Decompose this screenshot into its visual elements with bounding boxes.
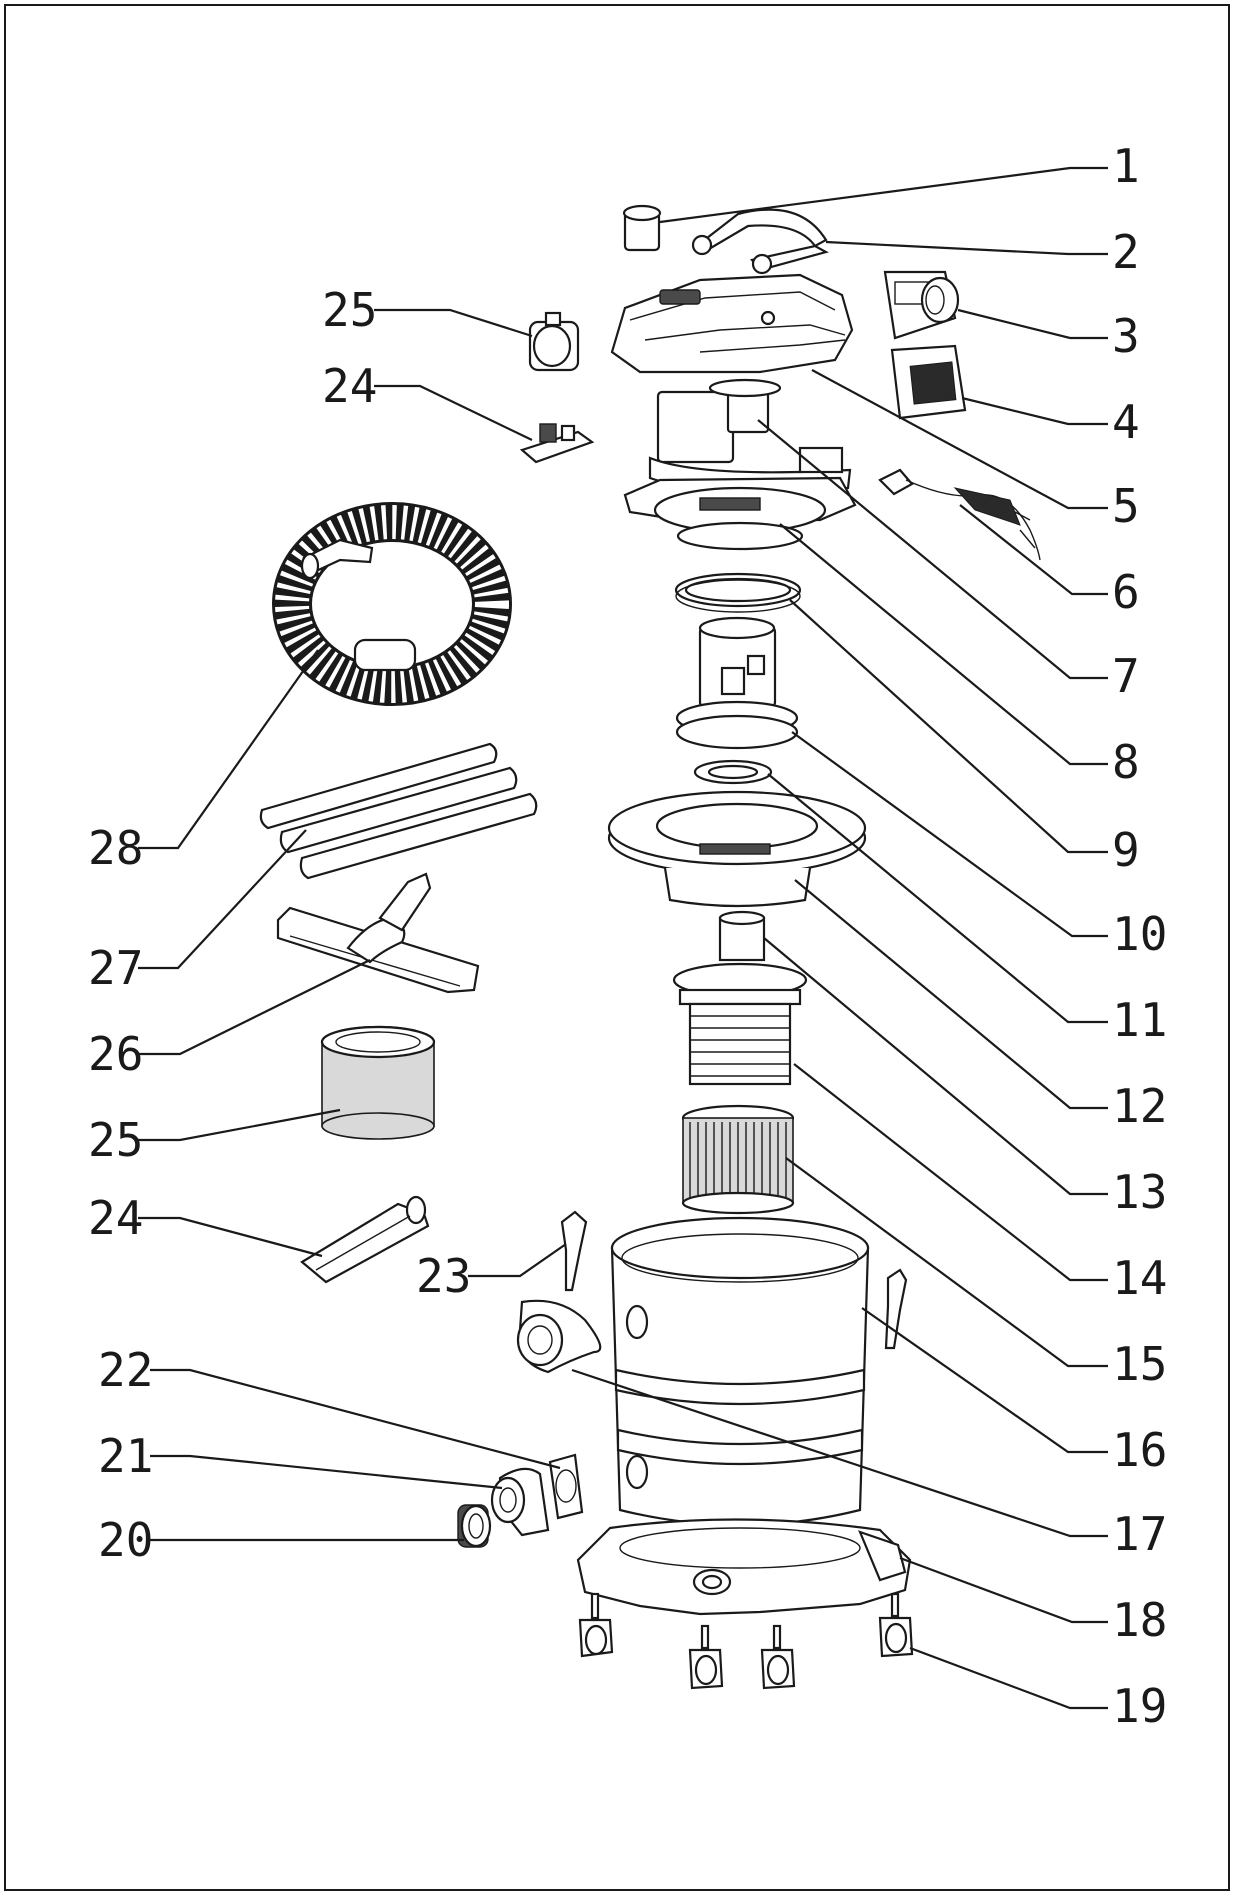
float-icon bbox=[718, 910, 766, 962]
callout-10: 10 bbox=[1112, 907, 1167, 961]
callout-28: 28 bbox=[88, 821, 143, 875]
callout-18: 18 bbox=[1112, 1593, 1167, 1647]
callout-8: 8 bbox=[1112, 735, 1140, 789]
inlet-gasket-icon bbox=[548, 1453, 584, 1520]
seal-icon bbox=[693, 759, 773, 785]
page-frame bbox=[4, 4, 1230, 1891]
callouts-right: 1 2 3 4 5 6 7 8 9 10 11 12 13 14 15 16 1… bbox=[1112, 139, 1167, 1733]
gasket-icon bbox=[674, 572, 802, 613]
leader-18 bbox=[899, 1556, 1108, 1624]
inlet-icon bbox=[516, 1299, 602, 1374]
housing-base-icon bbox=[623, 476, 857, 551]
motor-housing-icon bbox=[648, 378, 852, 492]
leader-6 bbox=[959, 504, 1108, 596]
socket-icon bbox=[528, 311, 580, 372]
callouts-left: 25 24 28 27 26 25 24 23 22 21 20 bbox=[88, 283, 471, 1567]
callout-5: 5 bbox=[1112, 479, 1140, 533]
floor-nozzle-icon bbox=[276, 872, 480, 994]
callout-9: 9 bbox=[1112, 823, 1140, 877]
crevice-tool-icon bbox=[300, 1195, 430, 1284]
callout-27: 27 bbox=[88, 941, 143, 995]
callout-12: 12 bbox=[1112, 1079, 1167, 1133]
filter-cage-icon bbox=[672, 962, 808, 1086]
leader-17 bbox=[571, 1368, 1108, 1538]
leader-12 bbox=[794, 879, 1108, 1110]
callout-20: 20 bbox=[98, 1513, 153, 1567]
leader-23 bbox=[468, 1243, 567, 1278]
switch-icon bbox=[883, 270, 960, 340]
leader-10 bbox=[791, 731, 1108, 938]
power-cord-icon bbox=[878, 468, 1041, 561]
callout-21: 21 bbox=[98, 1429, 153, 1483]
callout-17: 17 bbox=[1112, 1507, 1167, 1561]
head-cover-icon bbox=[610, 273, 854, 374]
callout-19: 19 bbox=[1112, 1679, 1167, 1733]
leader-2 bbox=[825, 240, 1108, 256]
leader-21 bbox=[150, 1454, 503, 1490]
elbow-icon bbox=[490, 1467, 550, 1537]
callout-13: 13 bbox=[1112, 1165, 1167, 1219]
leader-3 bbox=[957, 308, 1108, 340]
leader-27 bbox=[138, 829, 307, 970]
leader-lines bbox=[138, 166, 1108, 1710]
hose-nut-icon bbox=[457, 1504, 492, 1548]
leader-9 bbox=[789, 599, 1108, 854]
tank-icon bbox=[610, 1216, 870, 1527]
cartridge-filter-icon bbox=[681, 1104, 795, 1215]
callout-22: 22 bbox=[98, 1343, 153, 1397]
vent-cover-icon bbox=[890, 344, 967, 420]
leader-1 bbox=[659, 166, 1108, 224]
callout-23: 23 bbox=[416, 1249, 471, 1303]
leader-28 bbox=[138, 649, 319, 850]
circuit-board-icon bbox=[519, 423, 595, 464]
callout-24: 24 bbox=[88, 1191, 143, 1245]
leader-19 bbox=[909, 1646, 1108, 1710]
callout-25-top: 25 bbox=[322, 283, 377, 337]
callout-15: 15 bbox=[1112, 1337, 1167, 1391]
leader-8 bbox=[779, 523, 1108, 766]
callout-3: 3 bbox=[1112, 309, 1140, 363]
callout-1: 1 bbox=[1112, 139, 1140, 193]
leader-25-top bbox=[374, 308, 533, 338]
clip-icon bbox=[560, 1210, 908, 1350]
callout-14: 14 bbox=[1112, 1251, 1167, 1305]
callout-6: 6 bbox=[1112, 565, 1140, 619]
callout-2: 2 bbox=[1112, 225, 1140, 279]
leader-24 bbox=[138, 1216, 323, 1258]
leader-15 bbox=[785, 1157, 1108, 1368]
leader-25 bbox=[138, 1108, 341, 1142]
callout-25: 25 bbox=[88, 1113, 143, 1167]
caster-icon bbox=[578, 1592, 914, 1690]
tubes-icon bbox=[259, 742, 538, 880]
leader-13 bbox=[763, 937, 1108, 1196]
leader-7 bbox=[757, 419, 1108, 680]
foam-filter-icon bbox=[320, 1025, 436, 1140]
callout-11: 11 bbox=[1112, 993, 1167, 1047]
leader-22 bbox=[150, 1368, 561, 1470]
motor-icon bbox=[675, 616, 799, 750]
callout-16: 16 bbox=[1112, 1423, 1167, 1477]
handle-icon bbox=[691, 208, 829, 275]
leader-11 bbox=[767, 773, 1108, 1024]
leader-16 bbox=[861, 1307, 1108, 1454]
leader-5 bbox=[811, 369, 1108, 510]
callout-24-top: 24 bbox=[322, 359, 377, 413]
base-icon bbox=[576, 1518, 912, 1616]
callout-7: 7 bbox=[1112, 649, 1140, 703]
hose-icon bbox=[272, 502, 512, 706]
knob-icon bbox=[622, 204, 662, 252]
callout-4: 4 bbox=[1112, 395, 1140, 449]
callout-26: 26 bbox=[88, 1027, 143, 1081]
leader-26 bbox=[138, 959, 371, 1056]
motor-plate-icon bbox=[607, 790, 867, 908]
leader-14 bbox=[793, 1063, 1108, 1282]
leader-24-top bbox=[374, 384, 533, 441]
leader-4 bbox=[961, 396, 1108, 426]
